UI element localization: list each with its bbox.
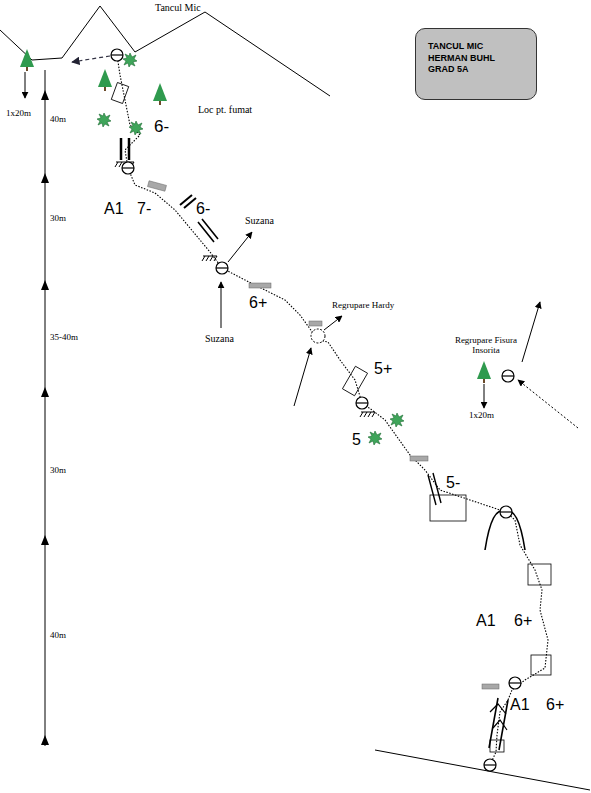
pitch-length: 40m (50, 630, 66, 640)
route-line (117, 55, 548, 765)
tree (477, 361, 491, 383)
aid-label: A1 (476, 612, 496, 630)
aid-label: A1 (510, 696, 530, 714)
crack-symbol (115, 138, 525, 750)
grade-label: 6+ (546, 696, 564, 714)
height-scale (41, 70, 49, 746)
rappel-arrow (484, 384, 485, 408)
grade-label: 5- (446, 474, 460, 492)
grade-label: 7- (137, 200, 151, 218)
title-text: TANCUL MIC HERMAN BUHL GRAD 5A (428, 41, 498, 76)
ridge-line (0, 6, 330, 96)
bush (129, 121, 143, 135)
rappel-arrow (25, 72, 26, 98)
place-name: Suzana (245, 215, 274, 227)
title-box: TANCUL MIC HERMAN BUHL GRAD 5A (415, 28, 537, 100)
pitch-length: 30m (50, 465, 66, 475)
bush (123, 53, 137, 67)
pitch-length: 40m (50, 114, 66, 124)
grade-label: 5+ (374, 360, 392, 378)
descent-traverse (72, 56, 110, 62)
aid-label: A1 (104, 200, 124, 218)
tree (98, 69, 112, 91)
tree (153, 83, 167, 105)
hardy-belay (311, 329, 325, 343)
belay-name: Regrupare Fisura Insorita (450, 335, 522, 356)
route-feature-box (111, 82, 551, 752)
pitch-length: 30m (50, 213, 66, 223)
grade-label: 6+ (514, 612, 532, 630)
bush (368, 431, 382, 445)
grade-label: 5 (352, 431, 361, 449)
ledge (148, 181, 499, 689)
place-note: Loc pt. fumat (198, 104, 252, 116)
pitch-length: 35-40m (50, 332, 78, 342)
belay-station (111, 49, 521, 771)
bush (97, 113, 111, 127)
leader-arrow (221, 232, 578, 428)
peak-name: Tancul Mic (155, 2, 201, 14)
grade-label: 6+ (249, 294, 267, 312)
rappel-note: 1x20m (6, 108, 31, 118)
ground-line (375, 750, 590, 790)
tree (20, 49, 34, 71)
place-name: Suzana (205, 333, 234, 345)
belay-name: Regrupare Hardy (332, 300, 394, 310)
bush (390, 413, 404, 427)
rappel-note: 1x20m (469, 410, 494, 420)
grade-label: 6- (154, 117, 169, 137)
grade-label: 6- (196, 200, 210, 218)
